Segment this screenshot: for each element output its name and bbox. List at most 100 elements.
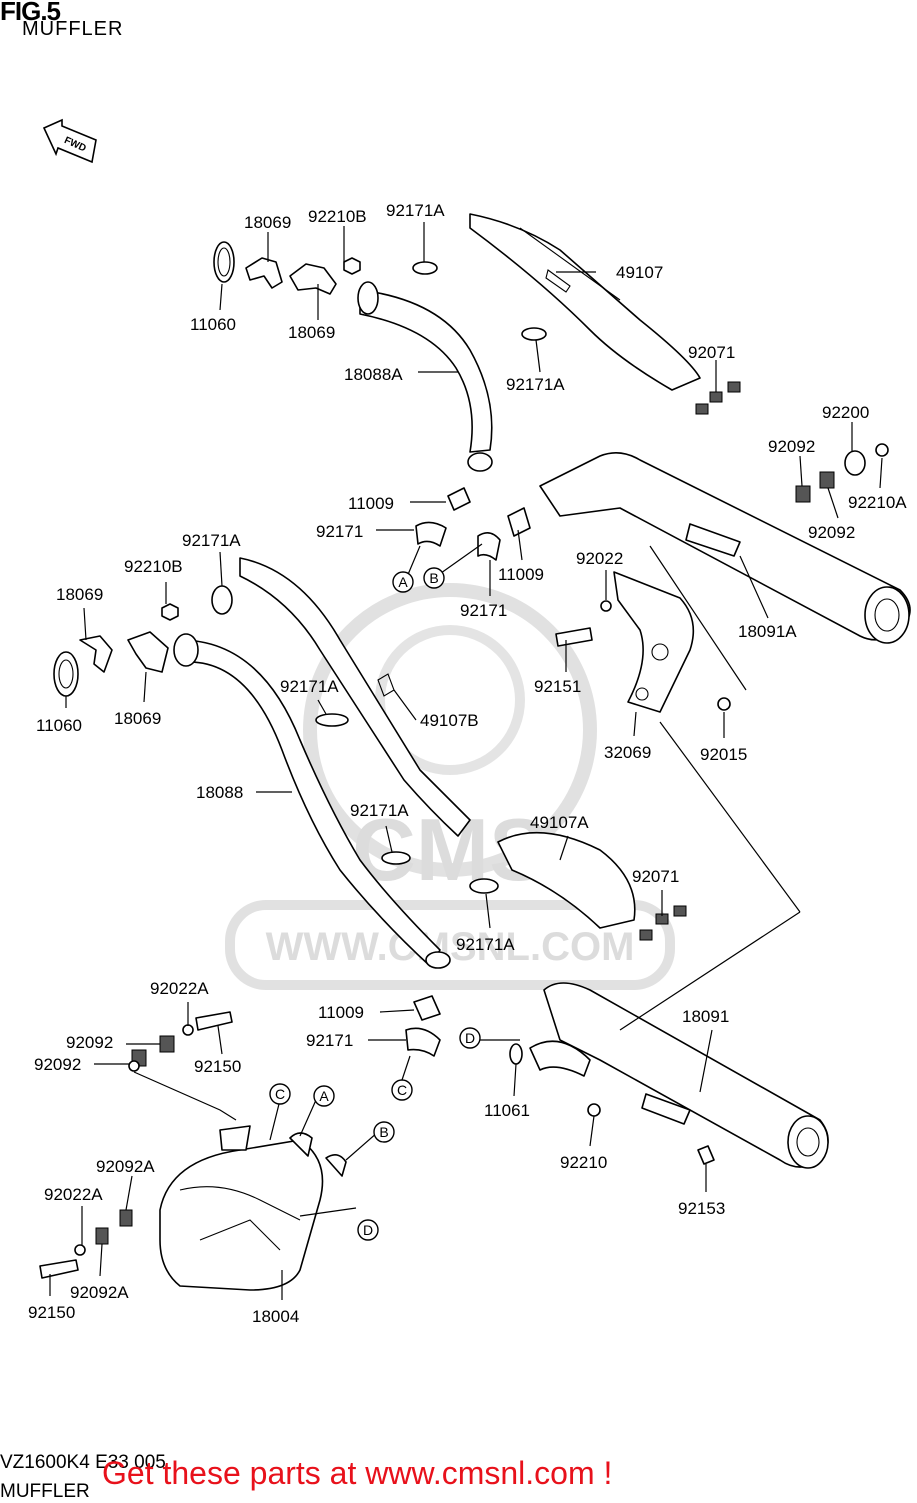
callout-label: 92171 (306, 1031, 353, 1050)
callout-label: 11009 (318, 1003, 364, 1022)
ref-marker: C (269, 1083, 291, 1105)
callout-label: 92210A (848, 493, 907, 512)
callout-label: 92015 (700, 745, 747, 764)
damper-92092-b (795, 485, 811, 503)
clamp-92171-upper-b (477, 532, 501, 561)
clamp-92171a-lower-top (211, 585, 233, 615)
svg-text:A: A (398, 574, 408, 590)
flange-18069-lower-b (127, 631, 169, 673)
muffler-joint (529, 1040, 591, 1077)
ref-marker: D (357, 1219, 379, 1241)
ref-marker: A (313, 1085, 335, 1107)
chamber-group (39, 1011, 347, 1291)
svg-text:D: D (363, 1222, 373, 1238)
cushion-92071-f (639, 929, 653, 941)
flange-18069-lower-a (79, 635, 113, 673)
nut-92210b-upper (343, 257, 361, 275)
damper-92092a-a (95, 1227, 109, 1245)
gasket-11009-upper-a (447, 487, 471, 511)
callout-label: 92171A (386, 201, 445, 220)
callout-label: 11009 (348, 494, 394, 513)
damper-92092-a (819, 471, 835, 489)
callout-label: 92022 (576, 549, 623, 568)
callout-label: 18004 (252, 1307, 299, 1326)
nut-92210b-lower (161, 603, 179, 621)
svg-text:B: B (379, 1124, 388, 1140)
gasket-11009-lower (413, 995, 441, 1021)
cushion-92071-e (673, 905, 687, 917)
callout-label: 92171A (456, 935, 515, 954)
gasket-11060-upper (213, 241, 235, 283)
ref-marker: A (392, 571, 414, 593)
nut-92015 (717, 697, 731, 711)
callout-label: 92171A (350, 801, 409, 820)
bolt-92150-upper (195, 1011, 233, 1031)
callout-label: 92092A (96, 1157, 155, 1176)
callout-label: 18088A (344, 365, 403, 384)
cushion-92071-a (709, 391, 723, 403)
damper-92092a-b (119, 1209, 133, 1227)
callout-label: 92092 (34, 1055, 81, 1074)
clamp-92171-lower (405, 1027, 441, 1057)
upper-muffler-group (415, 443, 911, 713)
callout-label: 18069 (114, 709, 161, 728)
clamp-92171a-lower-b (381, 851, 411, 865)
callout-label: 18069 (56, 585, 103, 604)
callout-label: 92210B (124, 557, 183, 576)
callout-label: 32069 (604, 743, 651, 762)
svg-text:B: B (429, 570, 438, 586)
callout-label: 18088 (196, 783, 243, 802)
callout-label: 92071 (632, 867, 679, 886)
cushion-92071-b (727, 381, 741, 393)
callout-label: 92210 (560, 1153, 607, 1172)
callout-label: 92092 (66, 1033, 113, 1052)
callout-label: 11009 (498, 565, 544, 584)
washer-92022 (600, 600, 612, 612)
callout-label: 92150 (194, 1057, 241, 1076)
callout-label: 92092 (808, 523, 855, 542)
bracket-muffler-lower (641, 1093, 691, 1125)
washer-92022a-upper (182, 1024, 194, 1036)
lower-pipe-group (53, 557, 687, 1057)
ref-marker: B (423, 567, 445, 589)
callout-label: 11060 (36, 716, 82, 735)
flange-18069-upper-a (245, 257, 283, 289)
clamp-92171-upper-a (415, 521, 447, 547)
ref-marker: C (391, 1079, 413, 1101)
callout-label: 92092 (768, 437, 815, 456)
diagram-code: VZ1600K4 E33 005 (0, 1452, 166, 1473)
callout-label: 92071 (688, 343, 735, 362)
upper-pipe-group (213, 213, 741, 472)
callout-label: 18069 (288, 323, 335, 342)
callout-label: 92022A (150, 979, 209, 998)
heat-shield-49107b (239, 557, 471, 837)
ref-marker: B (373, 1121, 395, 1143)
gasket-11061 (509, 1043, 523, 1065)
callout-labels: 18069 92210B 92171A 49107 11060 18069 18… (28, 201, 907, 1326)
footer-title: MUFFLER (0, 1481, 90, 1502)
callout-label: 92022A (44, 1185, 103, 1204)
callout-label: 11060 (190, 315, 236, 334)
svg-text:D: D (465, 1030, 475, 1046)
callout-label: 49107 (616, 263, 663, 282)
callout-label: 11061 (484, 1101, 530, 1120)
washer-92200 (844, 450, 866, 476)
washer-92022a-lower (74, 1244, 86, 1256)
callout-label: 92171 (316, 522, 363, 541)
heat-shield-49107a (497, 831, 636, 929)
gasket-11009-upper-b (507, 507, 531, 537)
bolt-92151 (555, 627, 593, 647)
nut-92210 (587, 1103, 601, 1117)
damper-92092-c (159, 1035, 175, 1053)
callout-label: 18069 (244, 213, 291, 232)
callout-label: 18091 (682, 1007, 729, 1026)
callout-label: 92171 (460, 601, 507, 620)
callout-label: 92151 (534, 677, 581, 696)
gasket-11060-lower (53, 651, 79, 697)
nut-92210a (875, 443, 889, 457)
shop-link[interactable]: Get these parts at www.cmsnl.com ! (102, 1455, 613, 1491)
clamp-92171a-mid (521, 327, 547, 341)
bolt-92150-lower (39, 1259, 79, 1279)
callout-label: 92171A (280, 677, 339, 696)
svg-text:A: A (319, 1088, 329, 1104)
